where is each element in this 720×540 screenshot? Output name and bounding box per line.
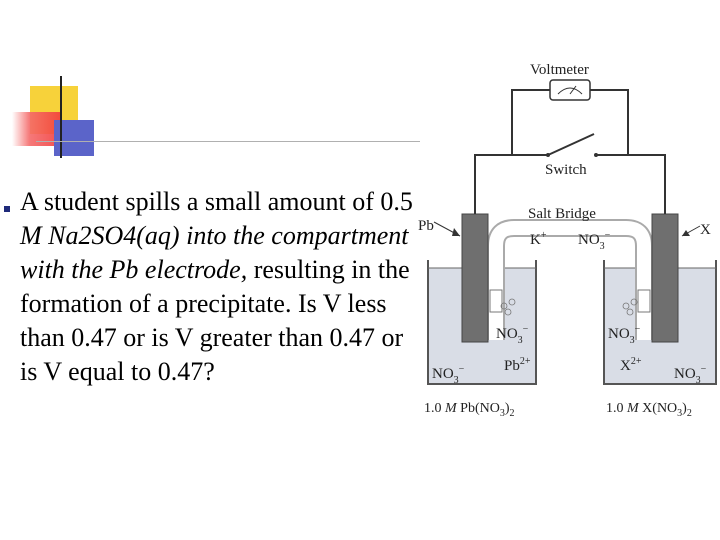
voltmeter-icon <box>549 79 591 101</box>
right-solution-cation: X2+ <box>620 356 642 374</box>
decor-red-bar <box>12 112 62 146</box>
switch-icon <box>547 133 595 156</box>
left-wire <box>474 154 548 214</box>
left-solution-cation: Pb2+ <box>504 356 531 374</box>
right-plug-icon <box>637 289 651 313</box>
galvanic-cell-diagram: Voltmeter Switch Salt Bridge K+ NO3− Pb … <box>418 62 717 419</box>
decor-horizontal-rule <box>36 141 420 142</box>
bridge-anion: NO3− <box>578 230 611 252</box>
left-concentration: 1.0 M Pb(NO3)2 <box>424 401 515 419</box>
voltmeter-label: Voltmeter <box>530 62 589 78</box>
right-concentration: 1.0 M X(NO3)2 <box>606 401 692 419</box>
bridge-cation: K+ <box>530 230 547 248</box>
question-italic: M Na2SO4(aq) into the compartment with t… <box>20 221 409 284</box>
pb-electrode-label: Pb <box>418 218 434 234</box>
right-solution-anion: NO3− <box>674 364 707 386</box>
left-plug-icon <box>489 289 503 313</box>
right-bridge-ion: NO3− <box>608 324 641 346</box>
right-beaker <box>603 260 717 385</box>
left-bridge-ion: NO3− <box>496 324 529 346</box>
x-electrode-label: X <box>700 222 711 238</box>
right-wire <box>596 154 666 214</box>
left-beaker <box>427 260 537 385</box>
voltmeter-left-wire <box>511 89 550 155</box>
switch-label: Switch <box>545 162 587 178</box>
x-electrode <box>651 213 679 343</box>
question-text: A student spills a small amount of 0.5 M… <box>20 185 420 389</box>
salt-bridge-label: Salt Bridge <box>528 206 596 222</box>
question-part1: A student spills a small amount of 0.5 <box>20 187 413 216</box>
voltmeter-right-wire <box>590 89 629 155</box>
salt-bridge-inner <box>489 221 651 340</box>
bullet-icon <box>4 206 10 212</box>
decor-vertical-line <box>60 76 62 158</box>
pb-electrode <box>461 213 489 343</box>
left-solution-anion: NO3− <box>432 364 465 386</box>
question-part2: resulting in the formation of a precipit… <box>20 255 410 386</box>
